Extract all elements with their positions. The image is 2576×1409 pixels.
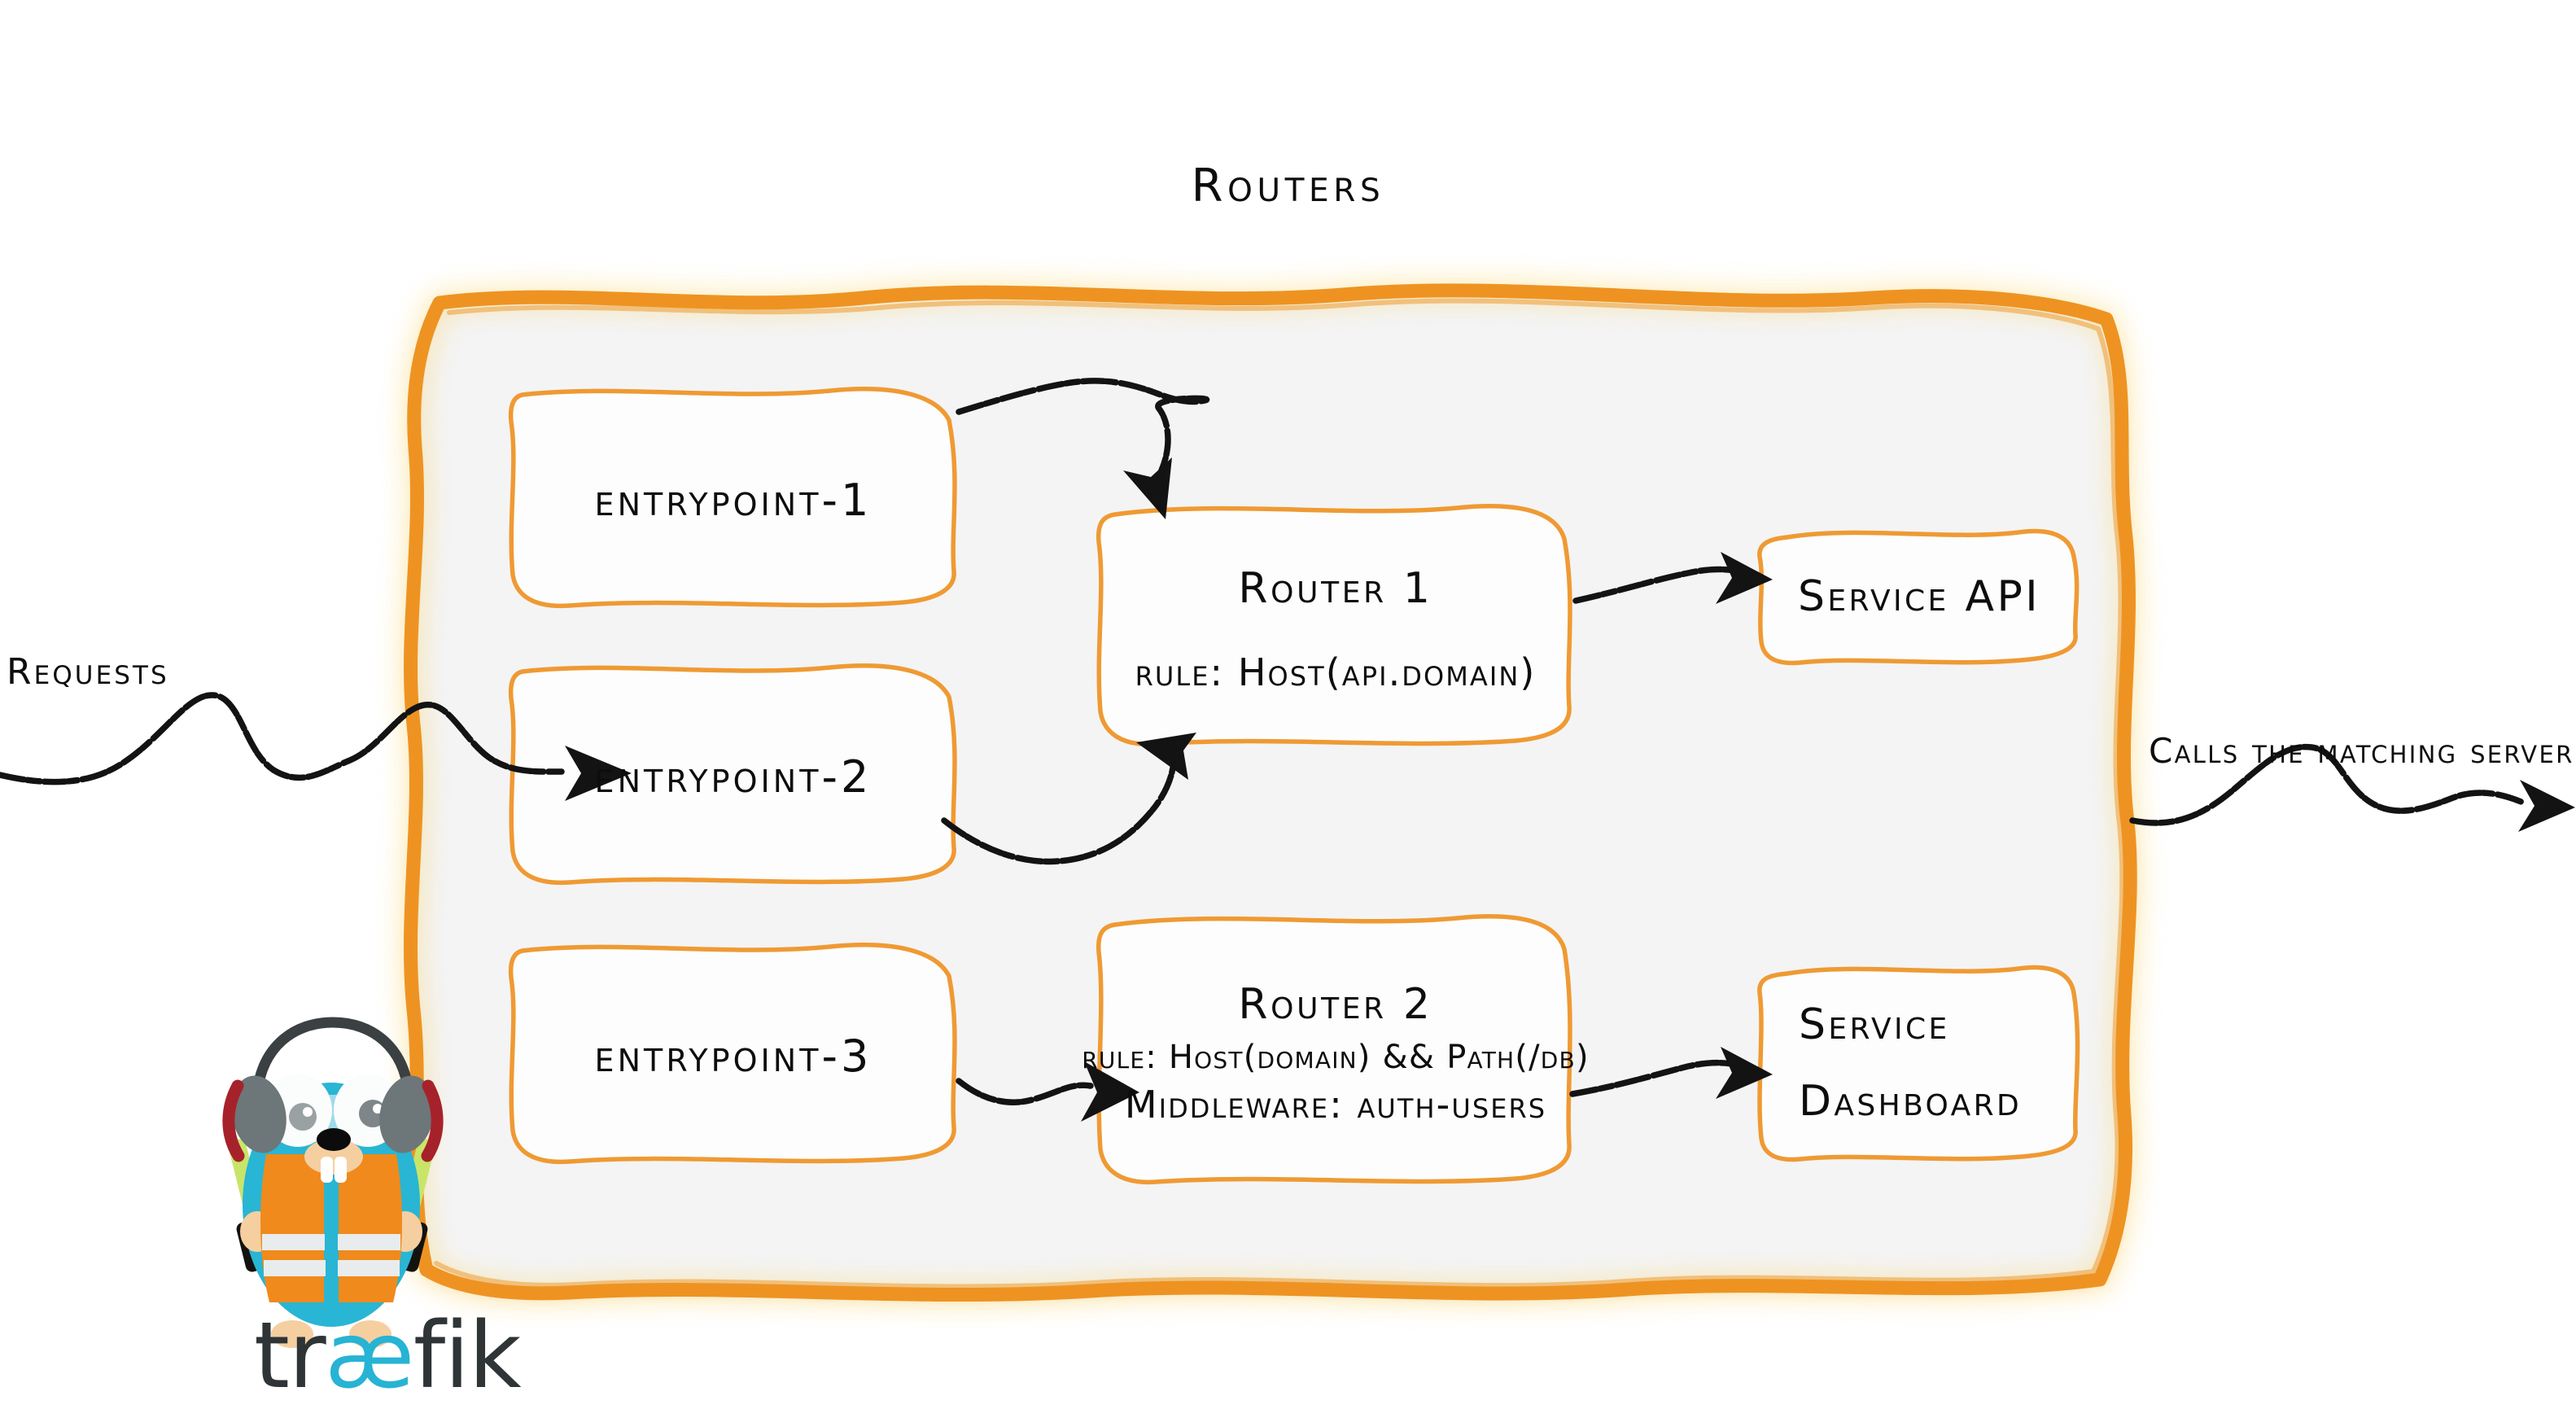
arrow-calls-matching-server xyxy=(2129,743,2526,826)
service-dashboard[interactable]: Service Dashboard xyxy=(1799,969,2080,1157)
arrow-requests xyxy=(0,692,565,785)
router-1-name: Router 1 xyxy=(1238,564,1433,613)
router-2[interactable]: Router 2 rule: Host(domain) && Path(/db)… xyxy=(1082,925,1588,1182)
arrow-entrypoint1-to-router1 xyxy=(956,378,1210,482)
entrypoint-2[interactable]: entrypoint-2 xyxy=(513,672,954,882)
router-1-rule: rule: Host(api.domain) xyxy=(1135,650,1537,694)
wordmark-part-ae: æ xyxy=(325,1303,414,1409)
service-api-label: Service API xyxy=(1798,572,2040,621)
service-dashboard-label-line2: Dashboard xyxy=(1799,1077,2023,1126)
traefik-wordmark: træfik xyxy=(254,1311,522,1402)
entrypoint-1[interactable]: entrypoint-1 xyxy=(513,395,954,605)
entrypoint-3-label: entrypoint-3 xyxy=(594,1030,873,1082)
arrowhead-entrypoint1-to-router1 xyxy=(1123,457,1172,519)
service-dashboard-label-line1: Service xyxy=(1799,1000,1950,1049)
calls-matching-server-label: Calls the matching server xyxy=(2149,731,2574,771)
arrowhead-router1-to-service-api xyxy=(1716,552,1773,604)
service-box-api[interactable] xyxy=(1757,528,2080,666)
entrypoint-box-2[interactable] xyxy=(508,663,957,886)
requests-label: Requests xyxy=(7,651,169,693)
router-2-middleware: Middleware: auth-users xyxy=(1124,1083,1547,1127)
arrowhead-entrypoint3-to-router2 xyxy=(1081,1061,1139,1122)
arrowhead-requests xyxy=(565,746,632,801)
entrypoint-3[interactable]: entrypoint-3 xyxy=(513,951,954,1161)
routers-container-border-sketch xyxy=(434,298,2125,1289)
router-2-name: Router 2 xyxy=(1238,980,1433,1029)
arrowhead-entrypoint2-to-router1 xyxy=(1136,733,1196,780)
arrow-entrypoint2-to-router1 xyxy=(941,737,1178,865)
traefik-gopher-mascot xyxy=(222,1017,444,1348)
entrypoint-box-1[interactable] xyxy=(508,387,957,609)
arrowhead-calls-matching-server xyxy=(2518,780,2575,832)
entrypoint-1-label: entrypoint-1 xyxy=(594,474,873,526)
router-box-1[interactable] xyxy=(1096,504,1572,747)
entrypoint-2-label: entrypoint-2 xyxy=(594,750,873,803)
router-2-rule: rule: Host(domain) && Path(/db) xyxy=(1082,1039,1590,1076)
entrypoint-box-3[interactable] xyxy=(508,943,957,1165)
wordmark-part-fik: fik xyxy=(413,1303,522,1409)
arrow-entrypoint3-to-router2 xyxy=(956,1078,1094,1105)
service-api[interactable]: Service API xyxy=(1760,532,2079,661)
arrowhead-router2-to-service-dashboard xyxy=(1716,1047,1773,1099)
wordmark-part-tr: tr xyxy=(254,1303,326,1409)
page-title: Routers xyxy=(1191,160,1385,212)
router-1[interactable]: Router 1 rule: Host(api.domain) xyxy=(1100,514,1571,744)
routers-container-border xyxy=(404,283,2137,1302)
arrow-heads xyxy=(565,457,2575,1122)
